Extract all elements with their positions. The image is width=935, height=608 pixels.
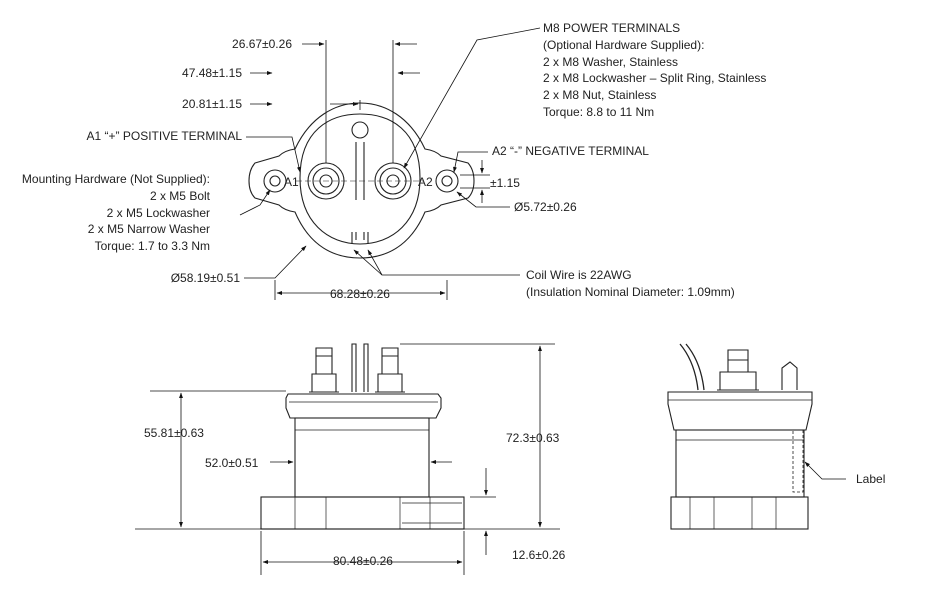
top-view-dimension-lines <box>239 27 541 300</box>
top-view <box>248 102 475 259</box>
coil-wire-callout: Coil Wire is 22AWG (Insulation Nominal D… <box>526 268 735 299</box>
top-view-flange <box>248 102 475 259</box>
end-view-flange <box>667 391 813 431</box>
mounting-hardware-callout: Mounting Hardware (Not Supplied): 2 x M5… <box>21 172 210 254</box>
power-terminals-callout: M8 POWER TERMINALS (Optional Hardware Su… <box>543 21 767 119</box>
dim-hole-diameter: Ø5.72±0.26 <box>514 200 577 214</box>
keyed-slot <box>351 121 369 139</box>
dim-overall-height: 72.3±0.63 <box>506 431 560 445</box>
positive-terminal-callout: A1 “+” POSITIVE TERMINAL <box>86 129 242 143</box>
side-view <box>260 343 465 530</box>
dim-flange-offset: ±1.15 <box>490 176 520 190</box>
mount-hole-right <box>435 169 459 193</box>
coil-pins <box>351 232 369 244</box>
top-view-window <box>299 113 421 245</box>
label-callout: Label <box>856 472 886 486</box>
side-view-dimension-lines <box>135 343 560 575</box>
end-view-coil-wire <box>679 343 699 391</box>
dim-body-width: 52.0±0.51 <box>205 456 259 470</box>
side-view-flange <box>285 393 442 419</box>
end-view-label <box>792 429 804 493</box>
dim-overall-width: 47.48±1.15 <box>182 66 242 80</box>
side-view-coil-pins <box>351 343 369 392</box>
side-view-base <box>260 496 465 530</box>
mount-hole-right-inner <box>441 175 453 187</box>
dim-center-offset: 20.81±1.15 <box>182 97 242 111</box>
dim-mount-spacing: 68.28±0.26 <box>330 287 390 301</box>
dim-base-width: 80.48±0.26 <box>333 554 393 568</box>
dim-height-to-flange: 55.81±0.63 <box>144 426 204 440</box>
end-view-terminal <box>717 349 759 391</box>
end-view-base <box>670 496 809 530</box>
dim-base-height: 12.6±0.26 <box>512 548 566 562</box>
dim-terminal-pitch: 26.67±0.26 <box>232 37 292 51</box>
side-view-terminal-left <box>309 347 339 393</box>
terminal-a2-label: A2 <box>418 175 433 189</box>
side-view-terminal-right <box>375 347 405 393</box>
label-leader <box>804 461 846 480</box>
terminal-a1-label: A1 <box>284 175 299 189</box>
end-view <box>667 343 813 530</box>
negative-terminal-callout: A2 “-” NEGATIVE TERMINAL <box>492 144 649 158</box>
mount-hole-left-inner <box>269 175 281 187</box>
dim-body-diameter: Ø58.19±0.51 <box>170 271 240 285</box>
mount-hole-left <box>263 169 287 193</box>
